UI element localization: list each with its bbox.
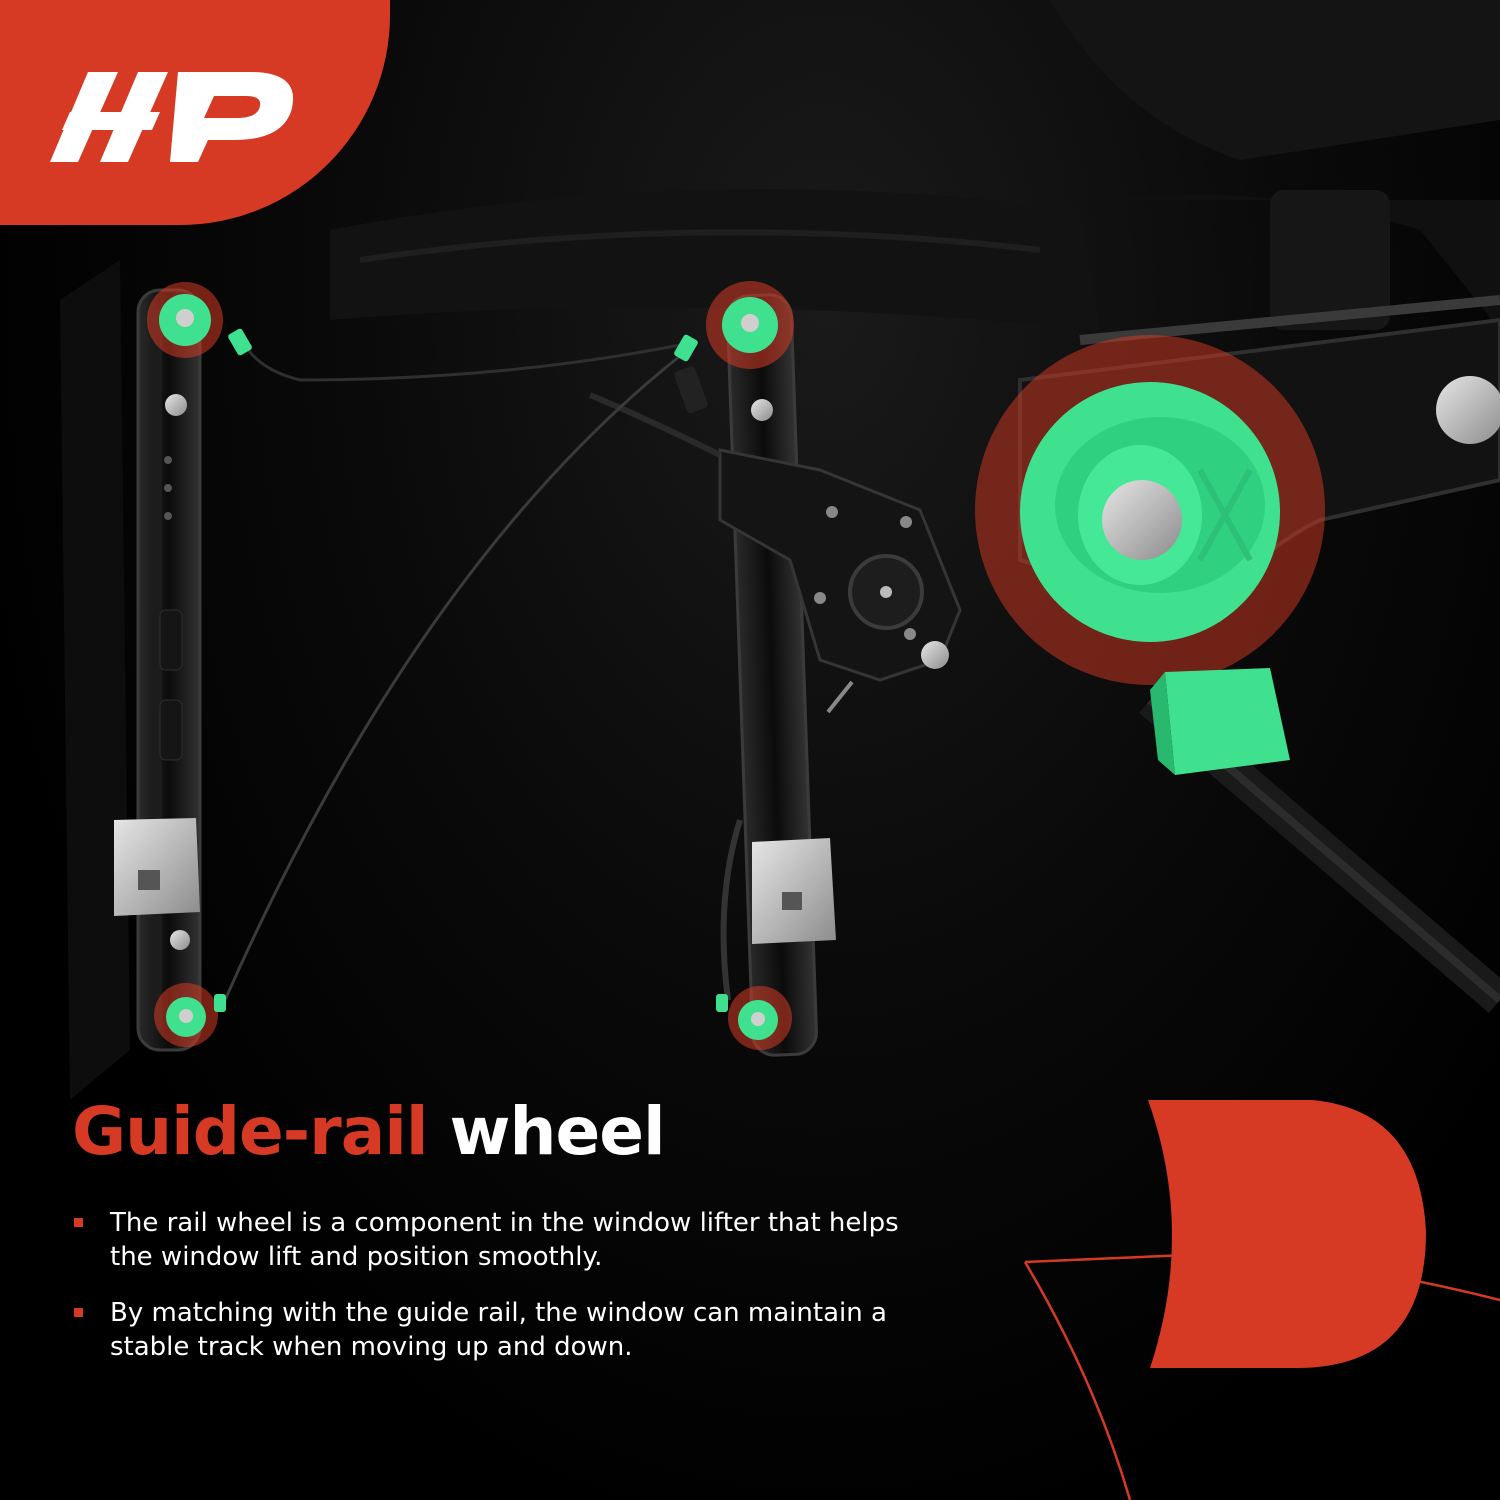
headline-plain-word: wheel [427,1093,665,1170]
square-bullet-icon [74,1308,83,1317]
bullet-text: The rail wheel is a component in the win… [110,1208,899,1272]
feature-bullet-list: The rail wheel is a component in the win… [72,1206,902,1386]
list-item: The rail wheel is a component in the win… [72,1206,902,1274]
guide-wheel-closeup-icon [975,295,1500,1013]
list-item: By matching with the guide rail, the win… [72,1296,902,1364]
square-bullet-icon [74,1218,83,1227]
bullet-text: By matching with the guide rail, the win… [110,1298,887,1362]
page-title: Guide-rail wheel [72,1092,666,1172]
headline-accent-word: Guide-rail [72,1093,429,1170]
